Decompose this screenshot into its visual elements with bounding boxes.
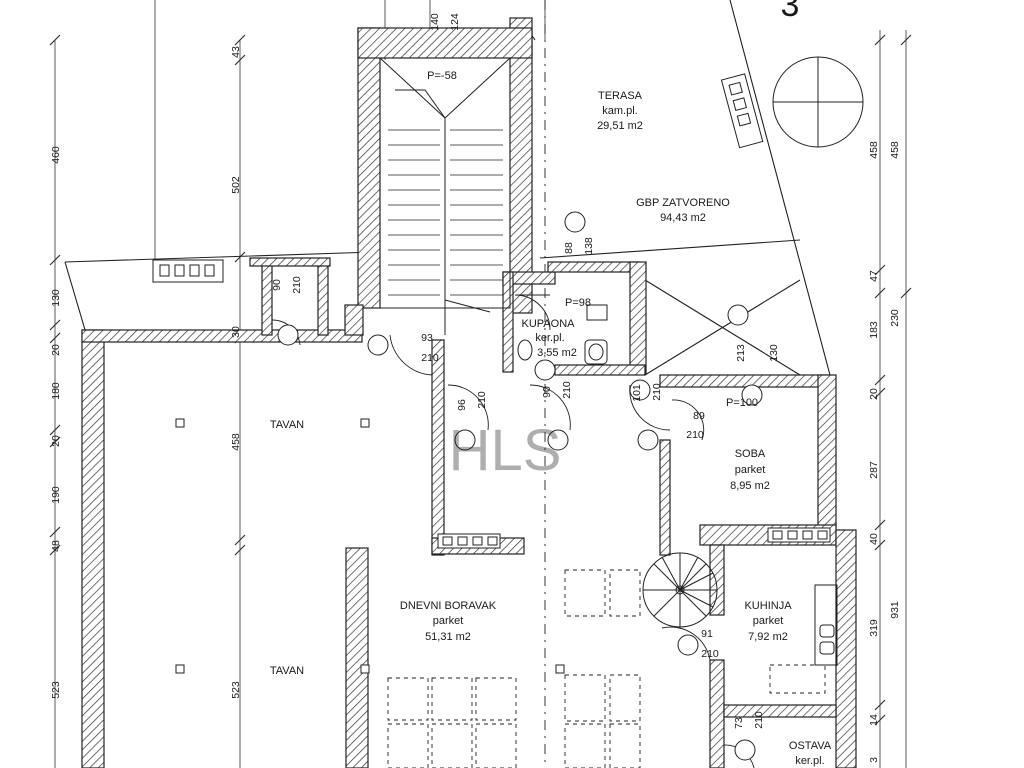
dimensions-vertical: 140 124 43 460 502 130 20 180 20 190 48 … [50,13,901,763]
dim-210-d: 210 [561,381,573,399]
dim-101: 101 [631,384,643,402]
left-dimension-lines [49,0,246,768]
soba-area: 8,95 m2 [730,480,770,492]
dim-502: 502 [230,176,242,194]
dim-210-e: 210 [651,383,663,401]
dim-43: 43 [230,46,242,58]
svg-text:HLS: HLS [449,418,562,483]
kupaona-area: 3,55 m2 [537,347,577,359]
stair-level: P=-58 [427,70,457,82]
dim-88: 88 [563,242,575,254]
gbp-area: 94,43 m2 [660,212,706,224]
dim-130-b: 130 [768,344,780,362]
kuhinja-floor: parket [753,615,784,627]
dim-20-a: 20 [50,344,62,356]
dim-210-g: 210 [701,648,719,660]
dim-90-a: 90 [271,279,283,291]
dnevni-area: 51,31 m2 [425,631,471,643]
dim-458-ra: 458 [868,141,880,159]
ostava-name: OSTAVA [789,740,832,752]
kuhinja-name: KUHINJA [744,600,792,612]
right-dimension-lines [874,30,912,768]
dim-210-b: 210 [421,352,439,364]
dim-20-b: 20 [50,435,62,447]
bathroom-fixtures [515,294,608,365]
dim-458: 458 [230,433,242,451]
dim-47: 47 [868,270,880,282]
room-labels: TERASA kam.pl. 29,51 m2 GBP ZATVORENO 94… [270,70,832,767]
dim-210-c: 210 [476,391,488,409]
soba-name: SOBA [735,448,766,460]
light-fixtures [277,211,763,761]
dim-40: 40 [868,533,880,545]
dim-931: 931 [889,601,901,619]
terasa-name: TERASA [598,90,643,102]
dim-523: 523 [50,681,62,699]
door-dimensions-horizontal: 93 210 89 210 91 210 [421,332,719,660]
dim-91: 91 [701,628,713,640]
soba-floor: parket [735,464,766,476]
sheet-number: 3 [781,0,800,24]
kupaona-floor: ker.pl. [535,332,564,344]
dim-14: 14 [868,714,880,726]
dnevni-name: DNEVNI BORAVAK [400,600,497,612]
kitchen-counter [814,584,838,666]
dim-210-a: 210 [291,276,303,294]
ostava-floor: ker.pl. [795,755,824,767]
column-markers [175,418,565,674]
terasa-area: 29,51 m2 [597,120,643,132]
dim-89: 89 [693,410,705,422]
dim-319: 319 [868,619,880,637]
dim-73: 73 [733,717,745,729]
kuhinja-area: 7,92 m2 [748,631,788,643]
terrace-table [772,56,864,148]
dim-180: 180 [50,382,62,400]
dim-138: 138 [583,237,595,255]
gbp-name: GBP ZATVORENO [636,197,730,209]
spiral-stair [642,552,718,628]
bath-level: P=98 [565,297,591,309]
dim-230: 230 [889,309,901,327]
dim-124: 124 [449,13,461,31]
dim-458-rb: 458 [889,141,901,159]
watermark: HLS [449,418,562,483]
dim-460: 460 [50,146,62,164]
dim-523-b: 523 [230,681,242,699]
soba-level: P=100 [726,397,758,409]
tavan-upper-name: TAVAN [270,419,304,431]
dim-210-f: 210 [686,429,704,441]
dim-93: 93 [421,332,433,344]
dim-96: 96 [456,399,468,411]
dim-30: 30 [230,326,242,338]
dim-130: 130 [50,289,62,307]
kupaona-name: KUPAONA [522,318,576,330]
vent-blocks [152,73,831,549]
dim-287: 287 [868,461,880,479]
dim-90-b: 90 [541,386,553,398]
dim-48: 48 [50,540,62,552]
tavan-lower-name: TAVAN [270,665,304,677]
dnevni-floor: parket [433,615,464,627]
roof-outline [64,0,831,768]
dim-213: 213 [735,344,747,362]
dim-20-r: 20 [868,388,880,400]
furniture [387,569,826,768]
dim-183: 183 [868,321,880,339]
doors [271,294,755,768]
dim-190: 190 [50,486,62,504]
staircase [379,57,511,335]
terasa-floor: kam.pl. [602,105,637,117]
dim-140: 140 [429,13,441,31]
dim-210-h: 210 [753,711,765,729]
dim-3: 3 [868,757,880,763]
